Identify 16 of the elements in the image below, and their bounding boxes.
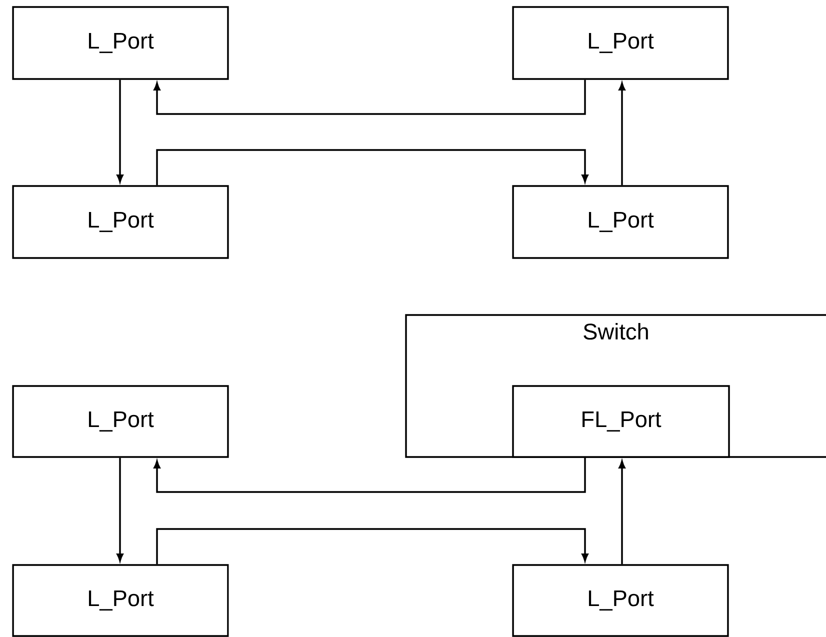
arrow [618, 460, 626, 564]
port-box: L_Port [12, 185, 229, 259]
port-box: L_Port [512, 564, 729, 637]
port-box: FL_Port [512, 385, 730, 458]
arrow [618, 82, 626, 186]
arrow [156, 528, 588, 564]
port-box: L_Port [512, 6, 729, 80]
arrow [154, 458, 586, 493]
arrow [154, 80, 586, 115]
arrow [156, 149, 588, 186]
arrow [116, 458, 124, 562]
port-box: L_Port [12, 385, 229, 458]
arrow [116, 80, 124, 182]
port-box: L_Port [512, 185, 729, 259]
port-box: L_Port [12, 6, 229, 80]
port-box: L_Port [12, 564, 229, 637]
